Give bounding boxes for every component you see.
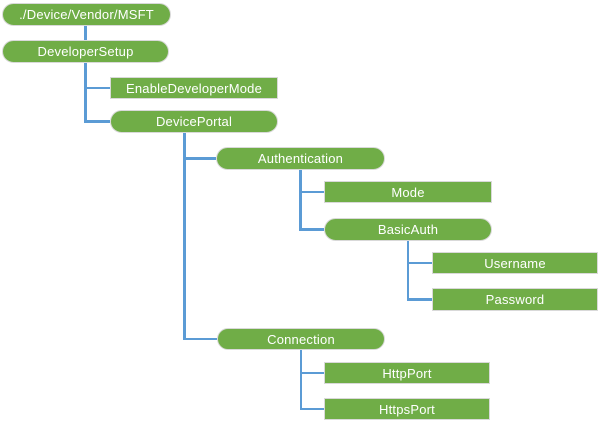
connector-to-basicauth — [299, 228, 324, 231]
connector-developersetup-trunk — [84, 63, 87, 123]
connector-to-password — [406, 298, 432, 301]
node-basic-auth: BasicAuth — [324, 218, 492, 241]
node-authentication: Authentication — [216, 147, 385, 170]
connector-root-to-developersetup — [84, 26, 87, 40]
node-username: Username — [432, 252, 598, 274]
node-password: Password — [432, 288, 598, 311]
connector-to-httpport — [299, 371, 324, 375]
node-enable-developer-mode: EnableDeveloperMode — [110, 77, 278, 99]
connector-basicauth-trunk — [406, 241, 410, 301]
node-device-portal: DevicePortal — [110, 110, 278, 133]
connector-to-httpsport — [299, 407, 324, 411]
connector-to-enabledevelopermode — [84, 86, 110, 90]
connector-connection-trunk — [299, 350, 303, 411]
connector-to-deviceportal — [84, 120, 110, 123]
node-developer-setup: DeveloperSetup — [2, 40, 169, 63]
connector-to-username — [406, 261, 432, 265]
node-https-port: HttpsPort — [324, 398, 490, 420]
connector-to-mode — [299, 190, 324, 194]
connector-to-authentication — [183, 157, 216, 160]
connector-to-connection — [183, 337, 217, 341]
node-root: ./Device/Vendor/MSFT — [2, 3, 171, 26]
node-connection: Connection — [217, 328, 385, 350]
node-http-port: HttpPort — [324, 362, 490, 384]
connector-authentication-trunk — [299, 170, 302, 231]
connector-deviceportal-trunk — [183, 133, 186, 341]
node-mode: Mode — [324, 181, 492, 203]
